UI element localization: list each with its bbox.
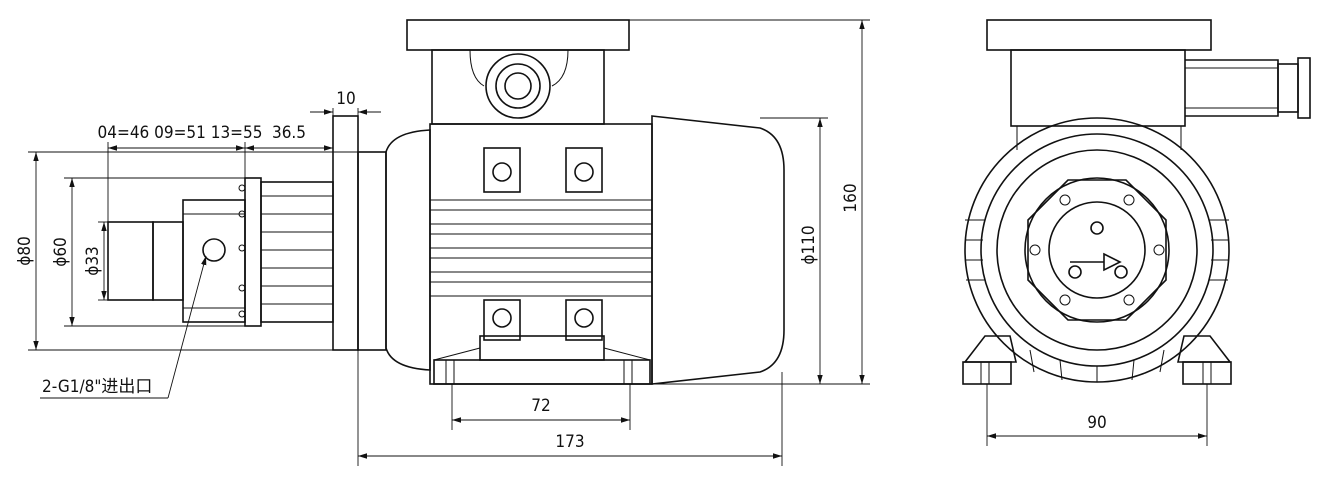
end-pump-flange [1027,179,1167,321]
motor-body [429,123,653,385]
coupling-bracket [260,115,387,351]
end-view: 90 [962,19,1311,446]
dim-173: 173 [555,432,584,452]
fan-cover [651,115,785,385]
inlet-port-icon [202,238,226,262]
dim-72: 72 [531,396,550,416]
end-housing [964,117,1230,383]
dim-90: 90 [1087,413,1106,433]
dim-10: 10 [336,89,355,109]
side-dimensions: 173 72 160 ϕ110 10 04=46 09=51 13=55 36.… [15,19,870,466]
pump-head [107,177,262,327]
dim-diameter-80: ϕ80 [15,236,35,266]
callout-port: 2-G1/8"进出口 [42,377,152,397]
rotation-arrow-icon [1103,252,1122,272]
dim-model-lengths: 04=46 09=51 13=55 [98,123,263,143]
dim-160: 160 [841,183,861,212]
end-dimensions: 90 [986,384,1208,446]
motor-base [433,335,651,385]
dim-diameter-110: ϕ110 [799,225,819,264]
dim-diameter-33: ϕ33 [83,246,103,276]
dim-diameter-60: ϕ60 [51,237,71,267]
end-terminal-box [986,19,1311,150]
terminal-box [406,19,630,125]
motor-end-shield [385,129,431,371]
dim-36-5: 36.5 [272,123,306,143]
side-view [107,19,785,385]
